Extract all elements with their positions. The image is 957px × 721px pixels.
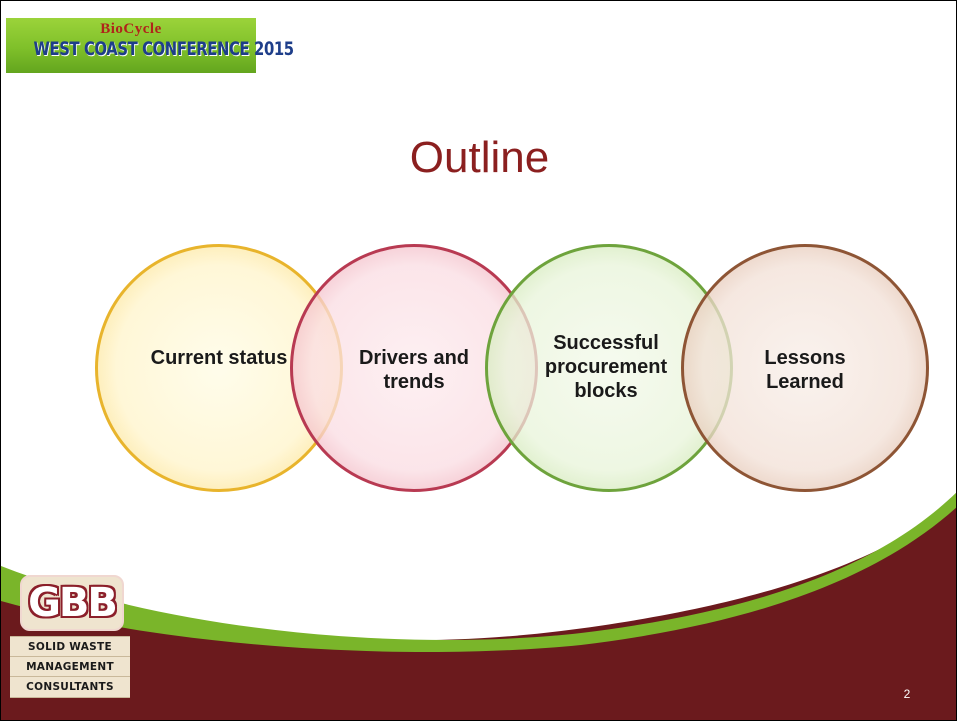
circle-label-lessons-learned: Lessons Learned xyxy=(764,347,846,393)
circle-label-successful-procurement: Successful procurement blocks xyxy=(544,332,668,402)
conference-logo: BioCycle WEST COAST CONFERENCE 2015 xyxy=(6,18,295,73)
slide-title: Outline xyxy=(409,133,550,182)
gbb-tagline-line-1: SOLID WASTE xyxy=(10,636,130,657)
conference-name: WEST COAST CONFERENCE 2015 xyxy=(33,38,295,60)
circle-label-drivers-and-trends: Drivers and trends xyxy=(358,347,470,393)
gbb-tagline-line-2: MANAGEMENT xyxy=(10,656,130,677)
gbb-tagline-line-3: CONSULTANTS xyxy=(10,676,130,698)
swoosh-green-band xyxy=(1,492,956,653)
gbb-company-logo: GBB SOLID WASTE MANAGEMENT CONSULTANTS xyxy=(10,575,130,715)
circle-label-current-status: Current status xyxy=(150,347,288,369)
page-number: 2 xyxy=(903,687,911,701)
swoosh-dark-band xyxy=(1,502,956,720)
conference-brand: BioCycle xyxy=(100,21,162,37)
circle-lessons-learned xyxy=(681,244,929,492)
gbb-mark: GBB xyxy=(20,575,124,631)
